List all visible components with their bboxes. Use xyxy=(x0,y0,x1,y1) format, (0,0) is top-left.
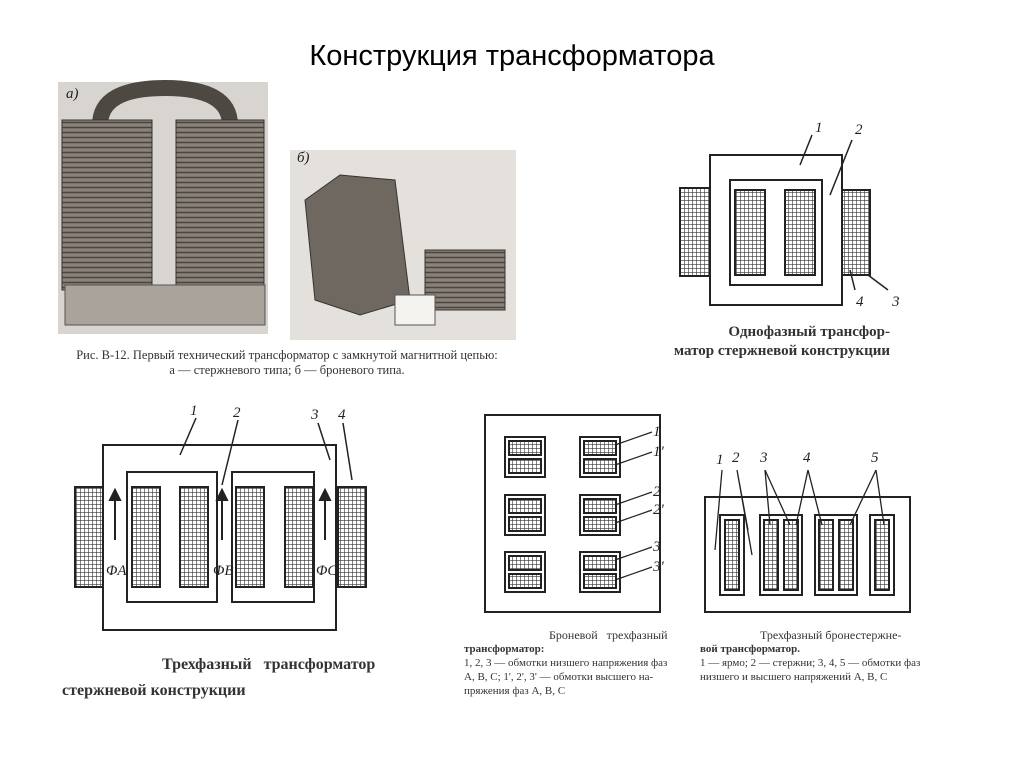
shell-caption: Броневой трехфазный трансформатор: 1, 2,… xyxy=(464,628,699,698)
three-phase-label-4: 4 xyxy=(338,407,346,423)
three-phase-caption-line1: Трехфазный трансформатор xyxy=(162,656,376,673)
photo-core-type-transformer: а) xyxy=(58,79,268,334)
single-phase-label-4: 4 xyxy=(856,294,864,310)
shell-core-label-2: 2 xyxy=(732,450,740,466)
shell-caption-line3: 1, 2, 3 — обмотки низшего напряжения фаз xyxy=(464,657,668,669)
shell-core-caption-line2: вой трансформатор. xyxy=(700,643,801,655)
photo-caption-line2: а — стержневого типа; б — броневого типа… xyxy=(169,363,405,377)
single-phase-caption-line1: Однофазный трансфор- xyxy=(728,324,890,340)
single-phase-label-1: 1 xyxy=(815,120,823,136)
shell-caption-line4: A, B, C; 1', 2', 3' — обмотки высшего на… xyxy=(464,671,654,683)
shell-caption-line1: Броневой трехфазный xyxy=(549,628,668,642)
three-phase-label-3: 3 xyxy=(310,407,319,423)
shell-label-1prime: 1' xyxy=(653,444,665,460)
single-phase-caption-line2: матор стержневой конструкции xyxy=(673,343,890,359)
single-phase-label-3: 3 xyxy=(891,294,900,310)
photo-caption: Рис. В-12. Первый технический трансформа… xyxy=(62,348,512,378)
flux-label-c: ΦC xyxy=(316,563,338,579)
shell-core-caption-line1: Трехфазный бронестержне- xyxy=(760,628,902,642)
shell-core-caption-line4: низшего и высшего напряжений A, B, C xyxy=(700,671,888,683)
shell-label-2: 2 xyxy=(653,484,661,500)
flux-label-a: ΦA xyxy=(106,563,127,579)
photo-caption-line1: Рис. В-12. Первый технический трансформа… xyxy=(76,348,498,362)
shell-core-caption-line3: 1 — ярмо; 2 — стержни; 3, 4, 5 — обмотки… xyxy=(700,657,921,669)
shell-core-caption: Трехфазный бронестержне- вой трансформат… xyxy=(700,628,925,684)
photo-b-label: б) xyxy=(297,150,310,166)
slide-title: Конструкция трансформатора xyxy=(309,40,715,72)
flux-label-b: ΦB xyxy=(213,563,234,579)
shell-caption-line5: пряжения фаз A, B, C xyxy=(464,685,566,697)
shell-three-phase-diagram xyxy=(484,414,661,613)
shell-core-three-phase-diagram xyxy=(704,469,911,613)
shell-caption-line2: трансформатор: xyxy=(464,643,545,655)
photo-shell-type-transformer: б) xyxy=(290,150,516,340)
shell-core-label-5: 5 xyxy=(871,450,879,466)
three-phase-caption-line2: стержневой конструкции xyxy=(62,682,246,699)
shell-core-label-3: 3 xyxy=(759,450,768,466)
shell-label-3prime: 3' xyxy=(652,559,665,575)
shell-label-3: 3 xyxy=(652,539,661,555)
three-phase-label-1: 1 xyxy=(190,403,198,419)
three-phase-label-2: 2 xyxy=(233,405,241,421)
three-phase-core-diagram xyxy=(74,417,367,631)
shell-label-1: 1 xyxy=(653,424,661,440)
single-phase-caption: Однофазный трансфор- матор стержневой ко… xyxy=(665,323,890,361)
single-phase-core-diagram xyxy=(679,134,889,306)
single-phase-label-2: 2 xyxy=(855,122,863,138)
shell-label-2prime: 2' xyxy=(653,502,665,518)
photo-a-label: а) xyxy=(66,86,79,102)
shell-core-label-4: 4 xyxy=(803,450,811,466)
three-phase-caption: Трехфазный трансформатор стержневой конс… xyxy=(62,652,392,704)
shell-core-label-1: 1 xyxy=(716,452,724,468)
